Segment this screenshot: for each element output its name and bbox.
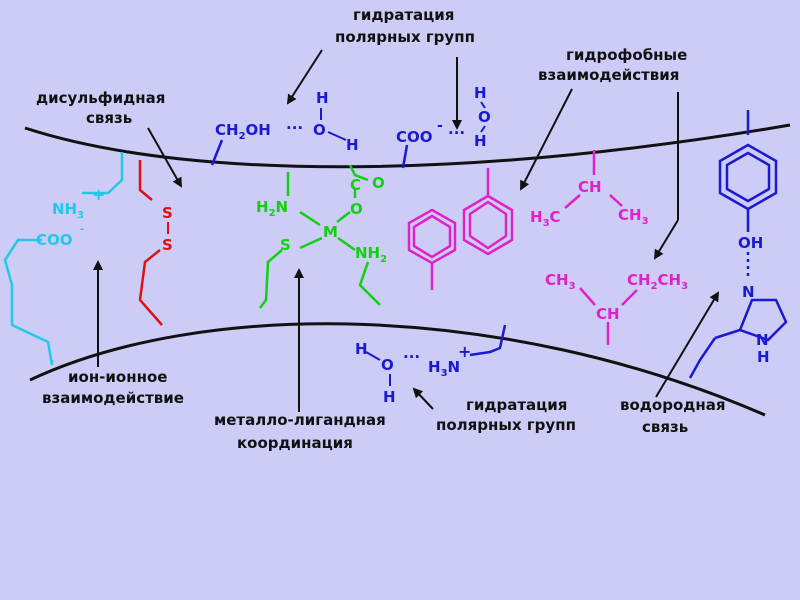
pointer-arrows — [93, 49, 720, 412]
label-ionic-2: взаимодействие — [42, 389, 184, 407]
carboxyl-o: O — [350, 200, 363, 218]
water-h-top-1: H — [316, 89, 329, 107]
label-hydration-bottom: гидратация — [466, 396, 567, 414]
sulfur-ligand: S — [280, 236, 291, 254]
coo-group-left: COO — [36, 231, 73, 249]
nh3-group: NH3 — [52, 200, 84, 221]
water-o-top-1: O — [313, 121, 326, 139]
aromatic-rings — [407, 168, 514, 290]
h3n-plus: + — [458, 342, 471, 361]
sulfur-atom-2: S — [162, 236, 173, 254]
label-ionic: ион-ионное — [68, 368, 167, 386]
label-metal: металло-лигандная — [214, 411, 386, 429]
ch3-group-bottom: CH3 — [545, 271, 576, 292]
coo-minus-left: - — [80, 224, 84, 235]
label-metal-2: координация — [237, 434, 353, 452]
coo-group-top: COO — [396, 128, 433, 146]
coo-minus-top: - — [437, 118, 443, 134]
histidine-n-1: N — [742, 283, 755, 301]
ch2oh-stem — [210, 139, 224, 166]
ch-group-bottom: CH — [596, 305, 620, 323]
label-hbond-2: связь — [642, 418, 688, 436]
water-h-bottom-2: H — [383, 388, 396, 406]
label-disulfide-2: связь — [86, 109, 132, 127]
hydrophobic-chains — [564, 150, 638, 345]
nh2-ligand: NH2 — [355, 244, 387, 265]
water-bond-2a — [480, 101, 486, 109]
carbonyl-c: C — [350, 176, 361, 194]
histidine-h: H — [757, 348, 770, 366]
label-hydration-top-2: полярных групп — [335, 28, 475, 46]
label-hydrophobic: гидрофобные — [566, 46, 687, 64]
ionic-side-chains — [3, 152, 124, 366]
sulfur-atom-1: S — [162, 204, 173, 222]
ch2oh-group: CH2OH — [215, 121, 271, 142]
upper-chain-curve — [24, 123, 791, 169]
water-o-top-2: O — [478, 108, 491, 126]
water-h-top-2: H — [474, 84, 487, 102]
hbond-dots-bottom: ··· — [403, 348, 420, 366]
h2n-ligand: H2N — [256, 198, 288, 219]
water-bond-1b — [327, 131, 347, 141]
nh3-plus: + — [92, 185, 105, 204]
label-hydration-top: гидратация — [353, 6, 454, 24]
lysine-chain — [469, 324, 507, 357]
label-hydrophobic-2: взаимодействия — [538, 66, 679, 84]
hbond-dots-top-1: ··· — [286, 119, 303, 137]
lower-chain-curve — [29, 322, 766, 417]
tyrosine-histidine — [688, 110, 788, 379]
histidine-n-2: N — [756, 331, 769, 349]
ch-group-top: CH — [578, 178, 602, 196]
h3c-group: H3C — [530, 208, 561, 229]
ch2ch3-group: CH2CH3 — [627, 271, 688, 292]
water-h-top-2b: H — [474, 132, 487, 150]
h3n-group: H3N — [428, 358, 460, 379]
tyrosine-oh: OH — [738, 234, 763, 252]
water-o-bottom: O — [381, 356, 394, 374]
coo-stem-top — [401, 144, 409, 169]
water-bond-3a — [365, 351, 381, 361]
metal-atom: M — [323, 223, 338, 241]
metal-ligand-bonds — [259, 164, 381, 309]
disulfide-side-chains — [138, 160, 163, 326]
ch3-group-top: CH3 — [618, 206, 649, 227]
water-h-top-1b: H — [346, 136, 359, 154]
water-bond-2b — [480, 125, 486, 133]
label-disulfide: дисульфидная — [36, 89, 165, 107]
label-hbond: водородная — [620, 396, 726, 414]
label-hydration-bottom-2: полярных групп — [436, 416, 576, 434]
carbonyl-o: O — [372, 174, 385, 192]
water-h-bottom-1: H — [355, 340, 368, 358]
